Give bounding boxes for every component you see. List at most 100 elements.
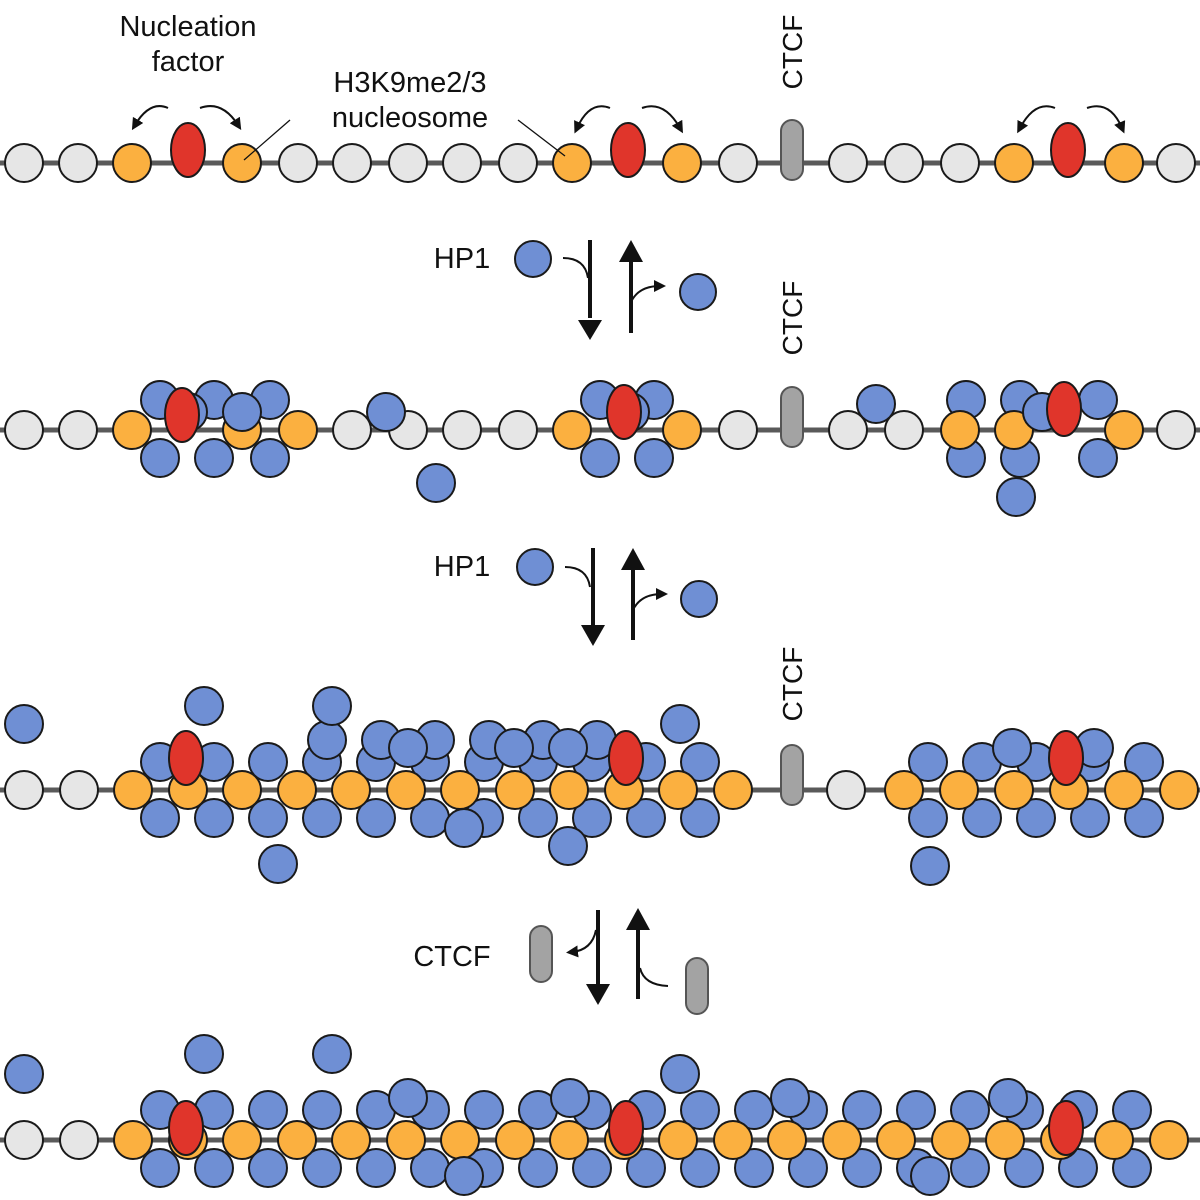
h3k9me-nucleosome: [876, 1120, 916, 1160]
nucleation-factor: [168, 1100, 204, 1156]
hp1-protein: [950, 1148, 990, 1188]
nucleation-factor: [1048, 730, 1084, 786]
hp1-protein: [4, 704, 44, 744]
hp1-protein: [222, 392, 262, 432]
h3k9me-nucleosome: [931, 1120, 971, 1160]
ctcf-insulator: [780, 386, 804, 448]
nucleation-factor: [606, 384, 642, 440]
unmodified-nucleosome: [278, 143, 318, 183]
unmodified-nucleosome: [828, 143, 868, 183]
hp1-binding-equilibrium-2: HP1: [434, 548, 718, 646]
hp1-protein: [1124, 798, 1164, 838]
ctcf-insulator: [780, 744, 804, 806]
unmodified-nucleosome: [718, 143, 758, 183]
h3k9me-nucleosome: [278, 410, 318, 450]
hp1-protein: [550, 1078, 590, 1118]
hp1-protein: [548, 728, 588, 768]
h3k9me-nucleosome: [658, 770, 698, 810]
hp1-protein: [4, 1054, 44, 1094]
nucleation-factor: [1048, 1100, 1084, 1156]
hp1-protein: [248, 742, 288, 782]
h3k9me-nucleosome: [1104, 410, 1144, 450]
h3k9me-nucleosome: [884, 770, 924, 810]
nucleosome-layer: [4, 143, 1199, 1160]
ctcf-layer: [780, 119, 804, 806]
hp1-protein: [1078, 438, 1118, 478]
hp1-protein: [307, 720, 347, 760]
nucleation-factor: [170, 122, 206, 178]
hp1-protein: [140, 798, 180, 838]
hp1-protein: [356, 798, 396, 838]
hp1-protein: [416, 463, 456, 503]
hp1-protein: [444, 808, 484, 848]
h3k9me-nucleosome: [658, 1120, 698, 1160]
hp1-protein: [444, 1156, 484, 1196]
h3k9me-nucleosome: [440, 770, 480, 810]
hp1-protein: [788, 1148, 828, 1188]
hp1-incoming-2: [516, 548, 554, 586]
h3k9me-nucleosome: [552, 143, 592, 183]
hp1-protein: [248, 1148, 288, 1188]
ctcf-label-row1: CTCF: [777, 15, 808, 90]
hp1-protein: [356, 1148, 396, 1188]
h3k9me-nucleosome: [939, 770, 979, 810]
nucleation-factor: [164, 387, 200, 443]
unmodified-nucleosome: [718, 410, 758, 450]
hp1-protein: [140, 1148, 180, 1188]
hp1-protein: [248, 1090, 288, 1130]
hp1-protein: [962, 798, 1002, 838]
hp1-protein: [910, 1156, 950, 1196]
unmodified-nucleosome: [1156, 410, 1196, 450]
unmodified-nucleosome: [826, 770, 866, 810]
h3k9me-nucleosome: [331, 1120, 371, 1160]
unmodified-nucleosome: [828, 410, 868, 450]
h3k9me-nucleosome: [713, 770, 753, 810]
h3k9me-nucleosome: [222, 770, 262, 810]
hp1-protein: [910, 846, 950, 886]
h3k9me-nucleosome: [1149, 1120, 1189, 1160]
nucleation-factor: [1050, 122, 1086, 178]
hp1-protein: [680, 1090, 720, 1130]
hp1-protein: [842, 1090, 882, 1130]
unmodified-nucleosome: [442, 410, 482, 450]
h3k9me-nucleosome: [994, 770, 1034, 810]
hp1-protein: [734, 1090, 774, 1130]
hp1-protein: [1004, 1148, 1044, 1188]
ctcf-binding-equilibrium: CTCF: [413, 908, 709, 1015]
nucleation-factor: [1046, 381, 1082, 437]
unmodified-nucleosome: [940, 143, 980, 183]
hp1-protein: [626, 798, 666, 838]
h3k9me-nucleosome: [1094, 1120, 1134, 1160]
hp1-protein: [1112, 1148, 1152, 1188]
h3k9me-nucleosome: [662, 410, 702, 450]
hp1-label-1: HP1: [434, 243, 490, 275]
hp1-protein: [1078, 380, 1118, 420]
hp1-outgoing-1: [679, 273, 717, 311]
hp1-protein: [680, 742, 720, 782]
hp1-protein: [950, 1090, 990, 1130]
unmodified-nucleosome: [332, 410, 372, 450]
hp1-protein: [1016, 798, 1056, 838]
nucleation-factor-label-1: Nucleation: [119, 11, 256, 43]
hp1-protein: [992, 728, 1032, 768]
hp1-protein: [194, 798, 234, 838]
h3k9me-nucleosome: [495, 1120, 535, 1160]
unmodified-nucleosome: [58, 143, 98, 183]
hp1-protein: [988, 1078, 1028, 1118]
hp1-protein: [184, 686, 224, 726]
h3k9me-nucleosome: [277, 1120, 317, 1160]
hp1-protein: [518, 798, 558, 838]
h3k9me-nucleosome: [549, 770, 589, 810]
hp1-protein: [734, 1148, 774, 1188]
h3k9me-nucleosome: [713, 1120, 753, 1160]
hp1-binding-equilibrium-1: HP1: [434, 240, 717, 340]
h3k9me-nucleosome: [440, 1120, 480, 1160]
hp1-protein: [194, 1148, 234, 1188]
hp1-incoming-1: [514, 240, 552, 278]
hp1-protein: [896, 1090, 936, 1130]
hp1-protein: [464, 1090, 504, 1130]
h3k9me-nucleosome: [1159, 770, 1199, 810]
nucleation-factor: [608, 1100, 644, 1156]
hp1-protein: [680, 798, 720, 838]
